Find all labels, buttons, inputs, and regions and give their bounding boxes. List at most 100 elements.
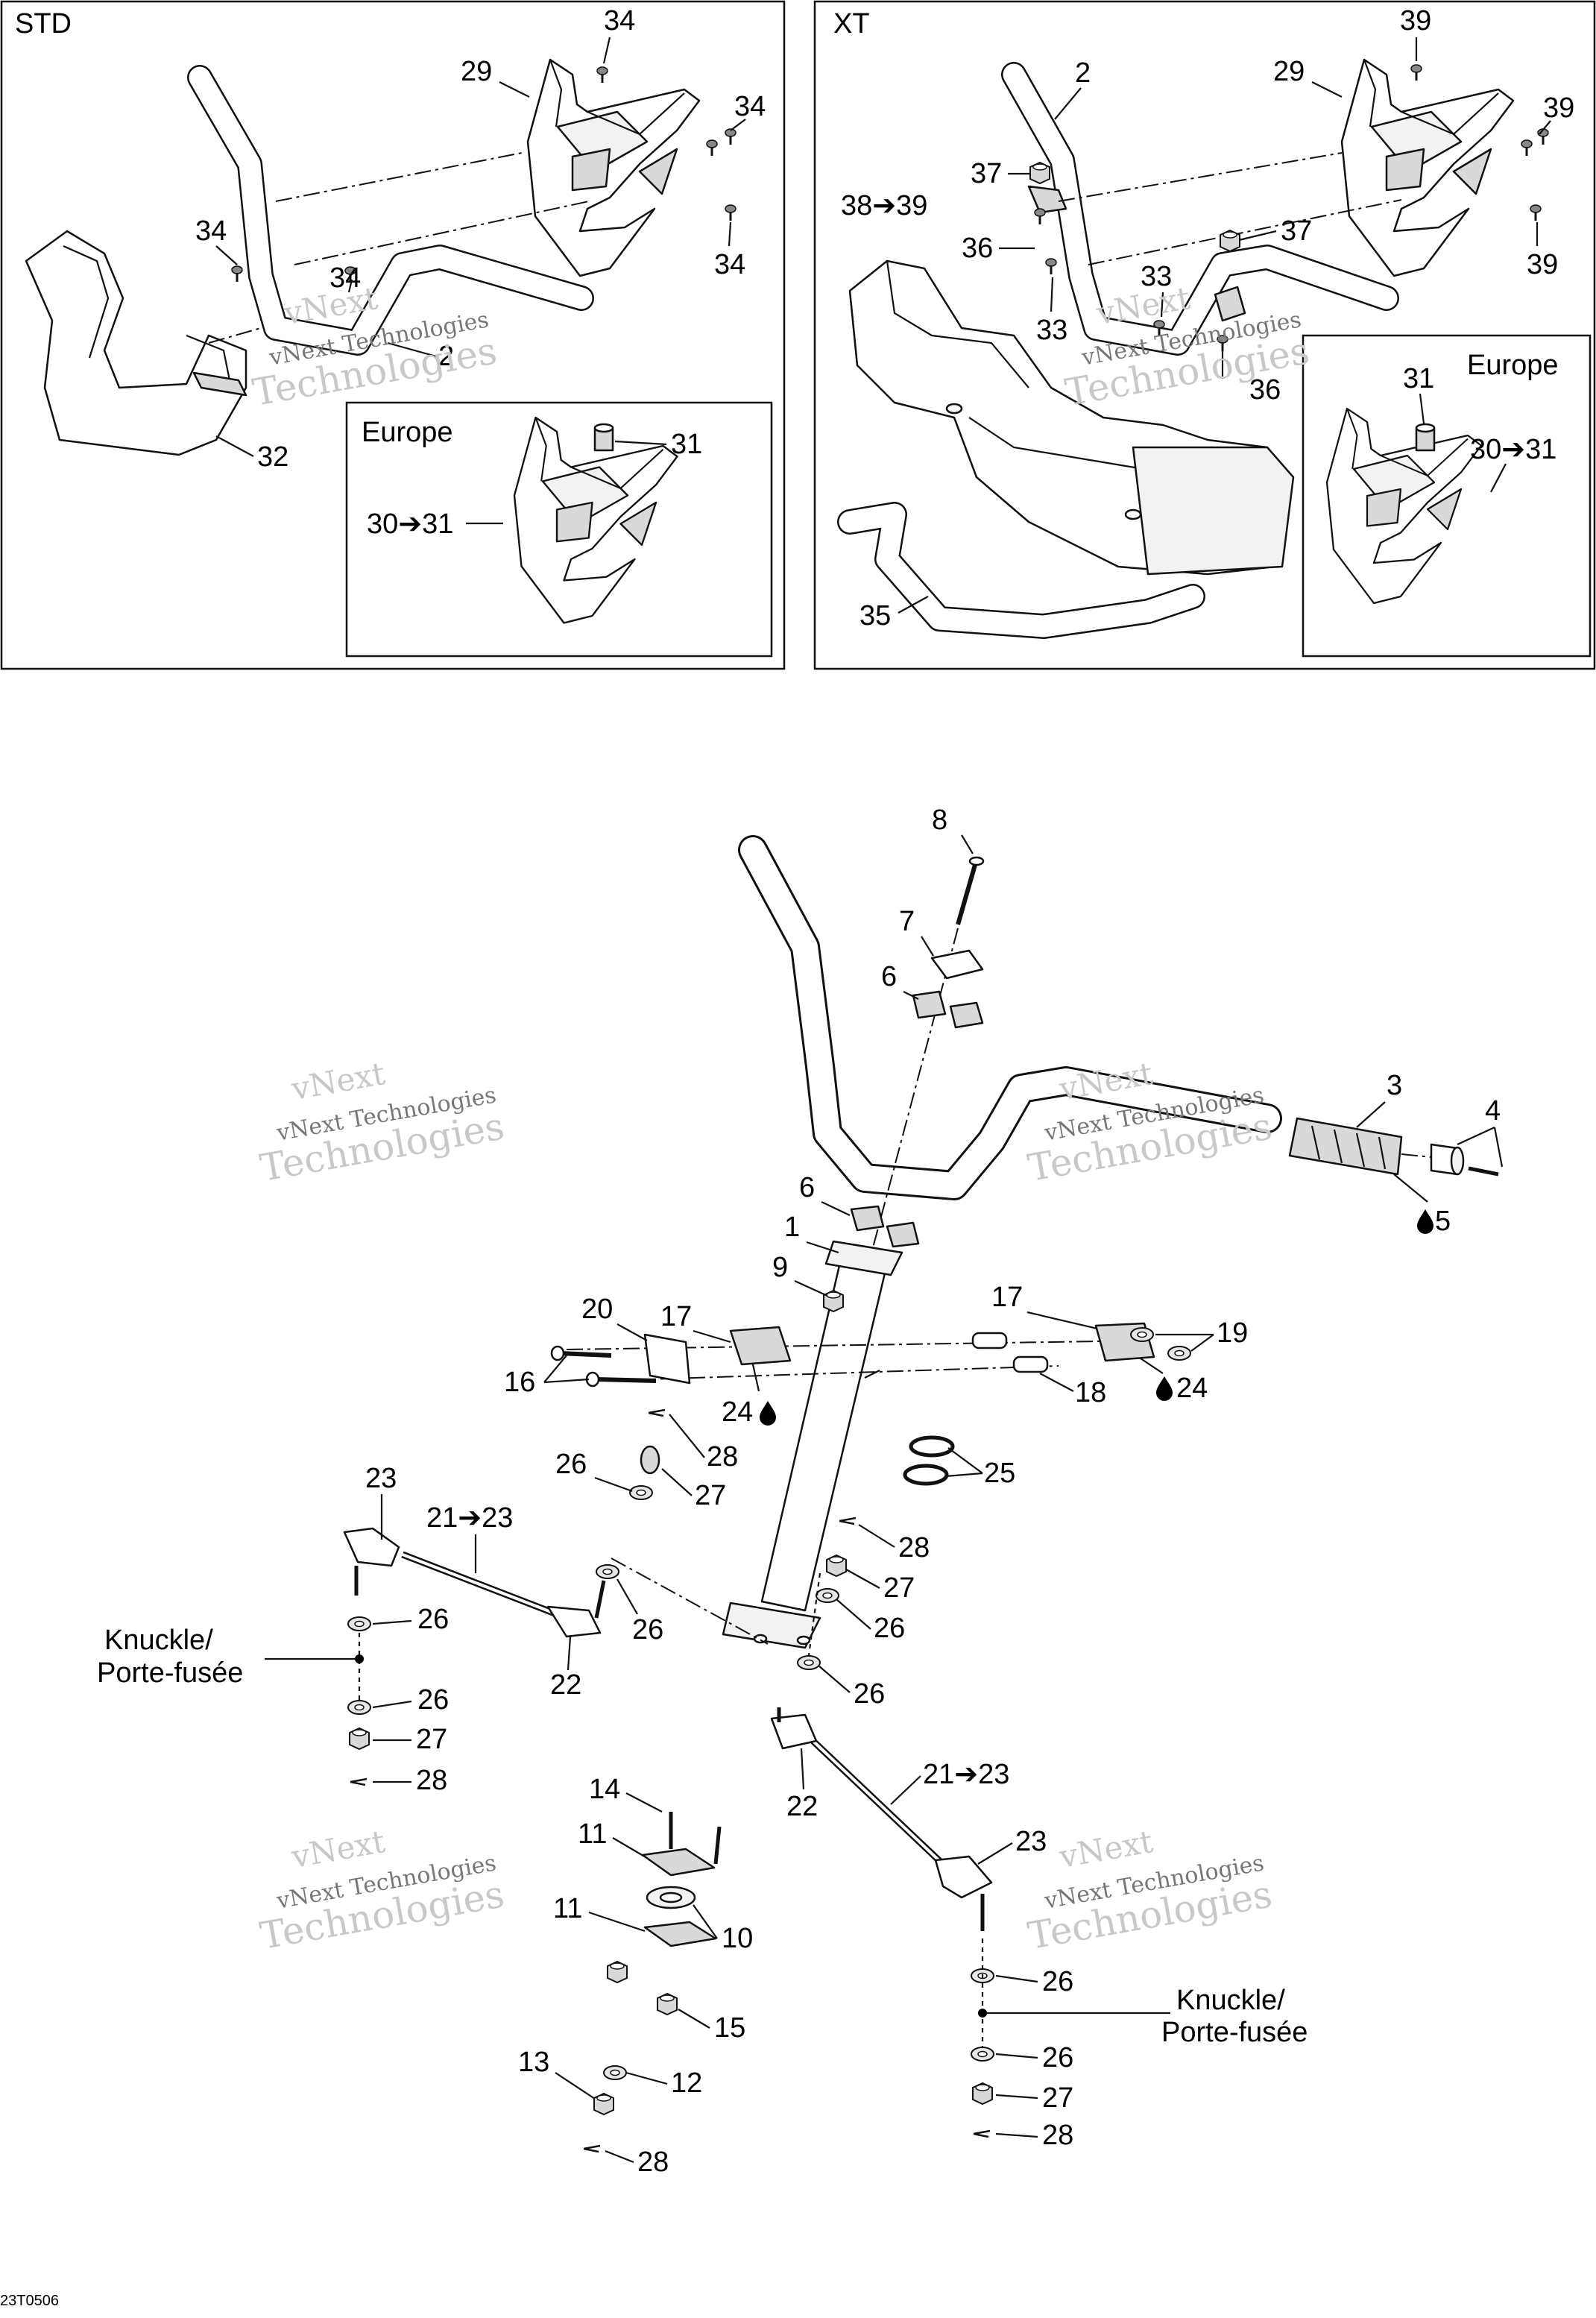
std-panel-title: STD [15,8,72,40]
callout-8: 8 [932,804,947,836]
callout-21-23-right: 21➔23 [923,1759,1009,1790]
callout-23-left: 23 [365,1463,397,1494]
column-o-rings [903,1435,955,1486]
main-handlebar-phantom [738,835,1282,1200]
svg-text:vNext: vNext [288,1055,388,1107]
xt-mirror-adapter [1415,423,1436,452]
callout-28-e: 28 [1042,2120,1073,2151]
knuckle-label-right-line2: Porte-fusée [1161,2017,1308,2048]
callout-26-d: 26 [417,1604,449,1635]
std-inset-title: Europe [362,417,453,448]
oil-drop-icon [1156,1376,1173,1401]
handlebar-clamps [850,949,984,1248]
callout-21-23-left: 21➔23 [426,1502,513,1534]
std-callout-31: 31 [671,429,702,460]
callout-26-f: 26 [417,1684,449,1716]
callout-22-right: 22 [786,1791,818,1822]
xt-callout-2: 2 [1075,57,1091,89]
std-hand-guard [526,58,701,277]
callout-28-a: 28 [707,1441,738,1473]
std-callout-29: 29 [461,56,492,87]
callout-14: 14 [589,1774,620,1805]
xt-handlebar [1001,62,1399,356]
xt-callout-38-39: 38➔39 [841,190,927,221]
callout-9: 9 [772,1252,788,1283]
xt-callout-30-31: 30➔31 [1470,434,1556,465]
lower-bearing-assembly [582,1812,722,2153]
watermark-4: vNext vNext Technologies Technologies [1025,1055,1275,1190]
xt-callout-33-left: 33 [1036,315,1067,346]
std-callout-34-top: 34 [604,5,635,37]
callout-4: 4 [1485,1095,1501,1127]
xt-callout-35: 35 [859,600,891,632]
xt-callout-29: 29 [1273,56,1305,87]
watermark-3: vNext vNext Technologies Technologies [257,1055,508,1190]
std-callout-34-left: 34 [195,215,227,247]
xt-inset-title: Europe [1467,350,1559,381]
callout-1: 1 [784,1212,800,1243]
callout-7: 7 [899,906,915,937]
xt-handlebar-pad [848,259,1295,576]
std-panel-frame [0,0,786,670]
xt-callout-39-lower: 39 [1527,249,1558,280]
steering-column [722,1240,903,1649]
std-europe-inset: Europe 31 30➔31 [345,401,773,658]
knuckle-label-right: Knuckle/ Porte-fusée [985,1985,1308,2048]
xt-callout-39-right: 39 [1543,92,1574,124]
callout-3: 3 [1387,1070,1402,1101]
callout-24-right-group: 24 [1140,1358,1208,1404]
xt-brackets [1027,185,1246,322]
watermark-5: vNext vNext Technologies Technologies [257,1823,508,1958]
std-handlebar-cover [25,230,247,456]
oil-drop-icon [760,1401,776,1426]
callout-24-left: 24 [722,1396,753,1428]
tie-rod-hardware [347,1408,994,2138]
bushing-spacers [971,1327,1191,1373]
grip-end-cap [1430,1143,1499,1177]
xt-hand-guard [1340,58,1515,277]
handlebar-grip [1288,1117,1403,1176]
callout-24-left-group: 24 [722,1364,776,1428]
svg-text:vNext: vNext [288,1823,388,1875]
callout-26-c: 26 [632,1614,663,1645]
xt-callout-39-top: 39 [1400,5,1431,37]
tie-rod-right [770,1707,993,1931]
std-callout-32: 32 [257,441,288,473]
callout-28-c: 28 [416,1765,447,1796]
watermark-6: vNext vNext Technologies Technologies [1025,1823,1275,1958]
callout-5: 5 [1435,1206,1451,1237]
svg-text:vNext: vNext [1056,1823,1156,1875]
std-mirror-adapter [593,423,614,452]
xt-callout-31: 31 [1403,363,1434,394]
xt-panel-title: XT [833,8,870,40]
callout-27-c: 27 [416,1724,447,1755]
callout-23-right: 23 [1015,1826,1047,1857]
xt-callout-33-right: 33 [1141,261,1172,292]
callout-19: 19 [1217,1317,1248,1349]
callout-27-d: 27 [1042,2082,1073,2114]
column-bushing-blocks [643,1322,1155,1385]
callout-26-h: 26 [1042,2042,1073,2073]
xt-crossbar-tube [837,502,1205,639]
callout-16: 16 [504,1367,535,1398]
callout-26-g: 26 [1042,1966,1073,1997]
callout-5-group: 5 [1393,1174,1451,1237]
knuckle-label-right-line1: Knuckle/ [1176,1985,1285,2016]
callout-25: 25 [984,1458,1015,1489]
callout-11-a: 11 [578,1818,607,1850]
xt-callout-36-left: 36 [962,233,993,264]
callout-26-e: 26 [854,1678,885,1710]
std-callout-34-right: 34 [734,91,766,122]
callout-27-a: 27 [695,1480,726,1511]
callout-10: 10 [722,1923,753,1954]
callout-17-left: 17 [660,1301,692,1332]
callout-22-left: 22 [550,1669,581,1701]
callout-28-d: 28 [637,2147,669,2178]
callout-28-b: 28 [898,1532,930,1563]
clamp-bolt [956,856,985,925]
tie-rod-left [343,1527,606,1638]
xt-europe-inset: Europe 31 30➔31 [1302,334,1592,658]
knuckle-label-left: Knuckle/ Porte-fusée [97,1625,356,1689]
